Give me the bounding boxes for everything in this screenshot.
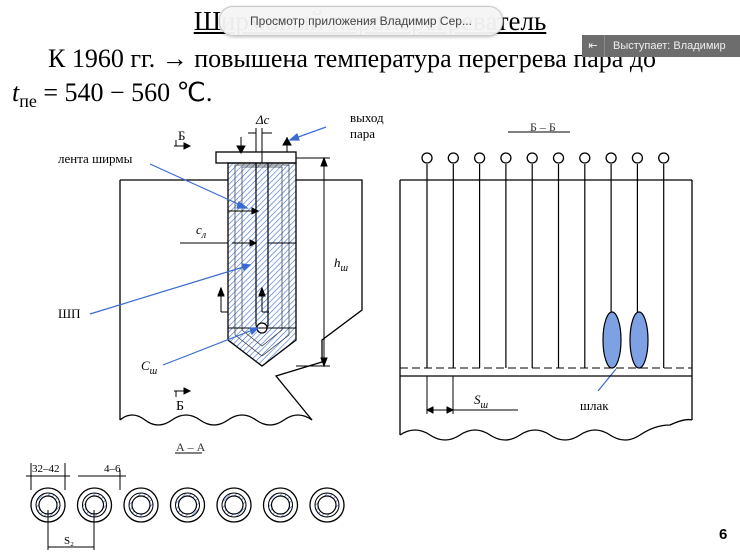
- label-section-bb: Б – Б: [530, 120, 556, 134]
- section-aa-tubes: [30, 487, 345, 523]
- tube-header: [658, 152, 670, 164]
- furnace-wall-left: [119, 179, 363, 426]
- temperature-range: = 540 − 560 ℃.: [36, 78, 213, 107]
- tube-cross-section: [131, 495, 151, 515]
- slag-deposits: [602, 311, 649, 369]
- section-bb-view: [399, 131, 693, 441]
- tube-header: [421, 152, 433, 164]
- tube-header: [500, 152, 512, 164]
- label-outlet-2: пара: [350, 126, 375, 141]
- tube-header: [473, 152, 486, 164]
- exit-fullscreen-icon[interactable]: ⇤: [582, 35, 605, 57]
- tube-header: [552, 152, 565, 164]
- label-dim-wall: 4–6: [104, 463, 121, 475]
- temperature-symbol: tпе: [12, 78, 37, 112]
- label-section-aa: А – А: [176, 440, 206, 454]
- slide-text-line2: tпе = 540 − 560 ℃.: [12, 78, 212, 112]
- label-slag: шлак: [580, 398, 609, 413]
- label-dim-outer: 32–42: [32, 463, 60, 475]
- tube-header: [579, 152, 591, 164]
- tube-header: [526, 152, 538, 164]
- tube-cross-section: [224, 495, 244, 515]
- label-outlet: выход: [350, 110, 384, 125]
- tube-header: [605, 152, 617, 164]
- tube-cross-section: [317, 495, 337, 515]
- label-a-right: А: [258, 286, 266, 298]
- label-c-sh: Cш: [141, 358, 158, 377]
- app-view-popup[interactable]: Просмотр приложения Владимир Сер...: [219, 6, 503, 36]
- pitch-dimension: [425, 376, 518, 414]
- tube-cross-section: [270, 495, 291, 515]
- label-s: Sш: [474, 392, 489, 411]
- label-s2: S₂: [64, 535, 74, 547]
- speaker-bar[interactable]: ⇤ Выступает: Владимир: [582, 35, 740, 57]
- label-a-left: А: [217, 286, 225, 298]
- label-delta-c: Δc: [255, 112, 270, 127]
- label-section-b-top: Б: [178, 128, 185, 143]
- label-shp: ШП: [58, 306, 81, 321]
- speaker-label: Выступает: Владимир: [613, 40, 726, 52]
- leader-lines: [89, 126, 617, 392]
- slag-deposit: [629, 311, 649, 369]
- slag-deposit: [602, 311, 622, 369]
- label-c-l: cл: [196, 222, 207, 241]
- tube-header: [631, 152, 644, 164]
- label-h: hш: [334, 255, 349, 274]
- tube-cross-section: [177, 495, 198, 515]
- label-section-b-bottom: Б: [176, 399, 184, 414]
- tube-header: [447, 152, 459, 164]
- diagram-labels: Б Б Δc выход пара лента ширмы cл hш ШП C…: [32, 110, 609, 547]
- section-aa-dims: [26, 452, 202, 550]
- slide-text-line1: К 1960 гг. → повышена температура перегр…: [48, 44, 657, 73]
- dimension-lines: [174, 128, 330, 397]
- screen-panel: [215, 151, 297, 367]
- label-ribbon: лента ширмы: [58, 151, 133, 166]
- page-number: 6: [719, 526, 728, 543]
